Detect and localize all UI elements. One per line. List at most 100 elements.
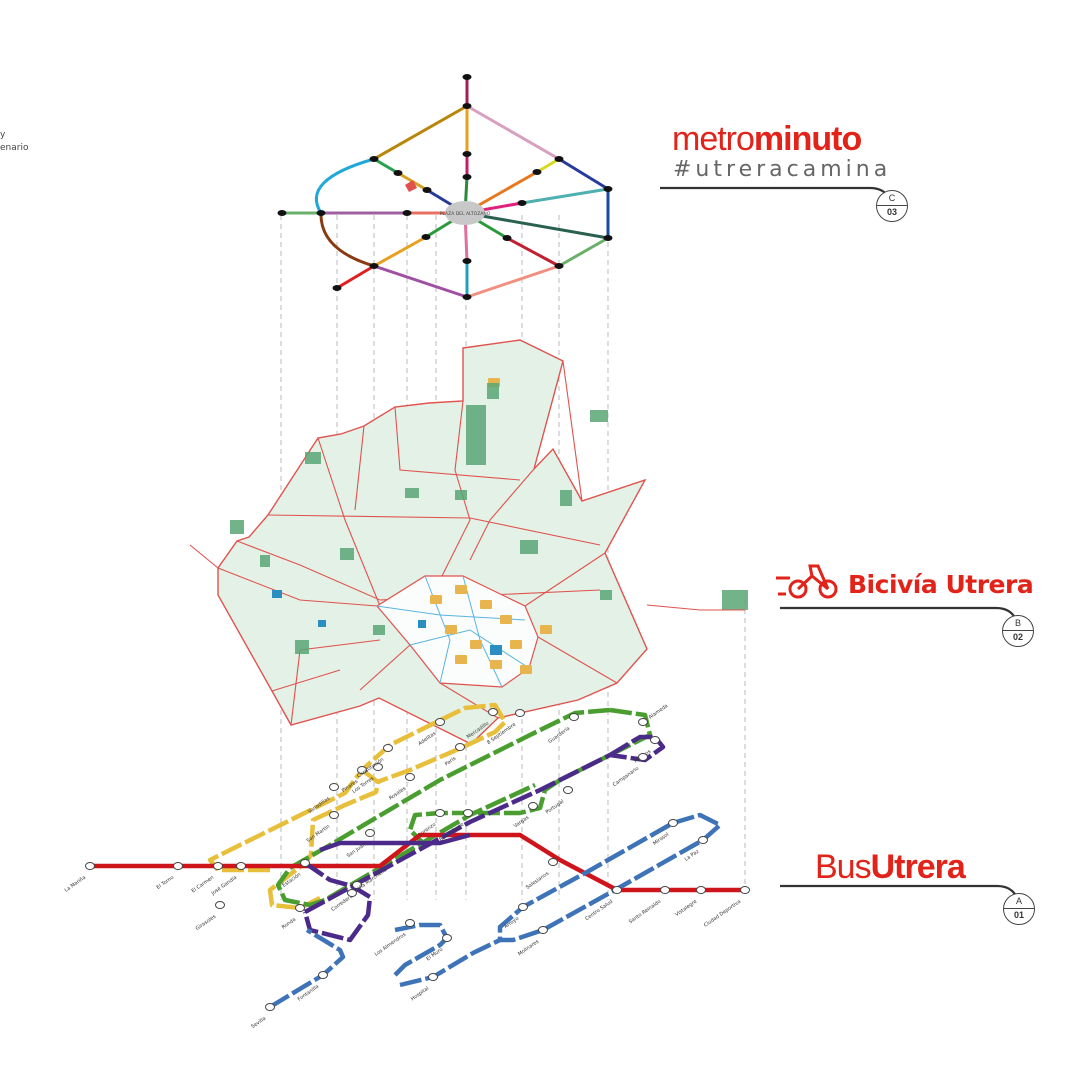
bus-stop-label: Vistalegre	[674, 899, 698, 918]
walking-route	[464, 211, 609, 240]
city-outline	[217, 339, 648, 745]
bike-lane	[317, 437, 381, 607]
park-area	[487, 383, 499, 399]
bus-stop-label: Molinares	[517, 938, 540, 957]
bus-stop	[347, 889, 357, 897]
bus-stop-label: Adelitas	[417, 731, 437, 748]
park-area	[295, 640, 309, 654]
walking-route	[373, 104, 468, 161]
bus-stop-label: Girasoles	[195, 914, 218, 932]
bus-stop	[295, 904, 305, 912]
park-area	[600, 590, 612, 600]
cropped-text-fragment: enario	[0, 143, 29, 153]
bus-stop	[373, 763, 383, 771]
metro-node	[462, 103, 472, 109]
bike-lane	[217, 567, 378, 607]
bus-stop	[660, 886, 670, 894]
metro-node	[603, 186, 613, 192]
bicivia-logo: Bicivía Utrera	[848, 570, 1034, 599]
bus-stop	[455, 743, 465, 751]
bus-stop-label: Santo Reinaldo	[628, 899, 662, 925]
walking-route	[319, 212, 375, 268]
metro-node	[462, 258, 472, 264]
bus-stop	[85, 862, 95, 870]
central-square	[445, 201, 485, 225]
metro-node	[316, 210, 326, 216]
bus-stop	[236, 862, 246, 870]
bus-stop	[698, 836, 708, 844]
metro-node	[462, 151, 472, 157]
bus-stop	[515, 709, 525, 717]
bus-stop	[329, 783, 339, 791]
metro-node	[277, 210, 287, 216]
metro-node	[462, 74, 472, 80]
bicycle-icon	[776, 564, 838, 599]
metro-node	[532, 169, 542, 175]
facility-area	[490, 645, 502, 655]
metro-node	[502, 235, 512, 241]
park-area	[560, 490, 572, 506]
bus-stop-label: Paris	[444, 755, 458, 767]
bus-stop	[548, 858, 558, 866]
monument-icon	[540, 625, 552, 634]
walking-route	[315, 157, 375, 214]
metrominuto-hashtag: #utreracamina	[673, 157, 892, 182]
bus-stop	[569, 713, 579, 721]
walking-route	[373, 157, 399, 175]
bus-line-yellow	[207, 702, 508, 873]
bus-stop	[638, 718, 648, 726]
bike-lane	[359, 644, 411, 691]
park-area	[405, 488, 419, 498]
bus-stop-label: El Torno	[156, 875, 176, 891]
bus-stop-label: Ronda	[281, 917, 297, 931]
bus-stop-label: La Mariña	[64, 875, 88, 894]
metro-node	[603, 235, 613, 241]
bus-stop	[488, 708, 498, 716]
park-area	[455, 490, 467, 500]
bus-stop	[538, 926, 548, 934]
bus-stop-label: Alameda	[648, 703, 670, 721]
park-area	[305, 452, 321, 464]
bus-line-purple	[302, 861, 373, 943]
historic-center	[376, 575, 539, 688]
bus-stop	[365, 829, 375, 837]
walking-route	[466, 104, 560, 161]
monument-icon	[430, 595, 442, 604]
monument-icon	[480, 600, 492, 609]
bus-line-yellow	[267, 768, 381, 911]
leader-line	[780, 606, 1018, 621]
metro-node	[421, 234, 431, 240]
walking-route	[373, 235, 427, 268]
bicivia-city-map	[189, 339, 748, 745]
walking-route	[558, 236, 609, 268]
bike-lane	[394, 406, 521, 481]
bus-stop	[405, 919, 415, 927]
metrominuto-diagram: PLAZA DEL ALTOZANO	[277, 74, 613, 300]
bike-lane	[524, 552, 606, 607]
metro-node	[393, 170, 403, 176]
bike-lane	[189, 544, 219, 569]
facility-area	[318, 620, 326, 627]
walking-route	[521, 187, 609, 205]
bike-lane	[646, 604, 745, 611]
metro-node	[462, 174, 472, 180]
park-area	[722, 590, 748, 610]
bike-lane	[469, 468, 535, 561]
park-area	[590, 410, 608, 422]
bus-stop	[518, 903, 528, 911]
metro-node	[554, 156, 564, 162]
metro-node	[517, 200, 527, 206]
busutrera-logo: BusUtrera	[815, 848, 966, 886]
bus-stop-label: Los Almendros	[374, 932, 408, 958]
monument-icon	[455, 585, 467, 594]
central-square-label: PLAZA DEL ALTOZANO	[440, 211, 491, 217]
monument-icon	[500, 615, 512, 624]
bus-stop	[740, 886, 750, 894]
metro-node	[369, 263, 379, 269]
bus-stop	[668, 819, 678, 827]
bike-lane	[537, 636, 618, 684]
bus-stop	[563, 786, 573, 794]
